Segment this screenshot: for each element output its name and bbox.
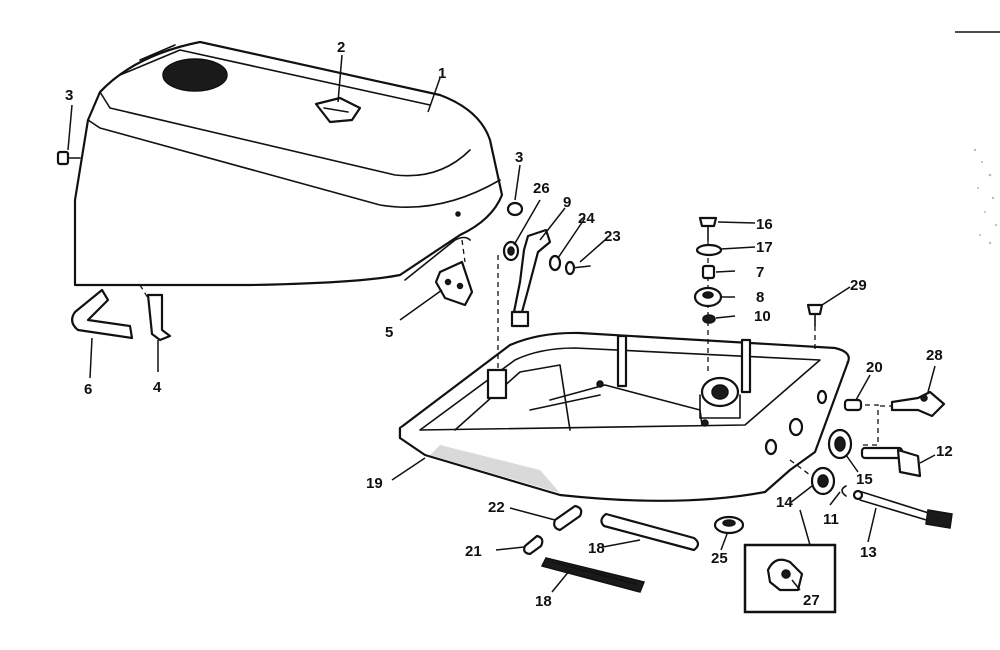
callout-labels: 1 2 3 3 4 5 6 7 8 9 10 11 12 13 14 15 16… — [65, 39, 953, 610]
part-9-lever — [510, 228, 552, 328]
callout-15: 15 — [856, 471, 873, 488]
callout-29: 29 — [850, 277, 867, 294]
part-24-washer — [548, 254, 562, 272]
callout-10: 10 — [754, 308, 771, 325]
callout-11: 11 — [823, 511, 839, 528]
part-12-knob — [860, 446, 922, 478]
part-15-grommet — [827, 404, 879, 460]
part-3b-screw — [455, 201, 524, 217]
callout-3a: 3 — [65, 87, 73, 104]
callout-7: 7 — [756, 264, 764, 281]
callout-13: 13 — [860, 544, 877, 561]
part-2-decal — [314, 96, 362, 124]
callout-6: 6 — [84, 381, 92, 398]
leader-lines — [67, 54, 936, 593]
part-18a-tube — [600, 512, 700, 552]
part-22-bushing — [553, 504, 583, 532]
part-3a-screw — [56, 150, 81, 166]
part-26-washer — [497, 240, 520, 372]
part-14-grommet — [789, 459, 836, 496]
part-19-lower-pan — [398, 331, 850, 502]
part-27-inset — [743, 543, 837, 614]
callout-1: 1 — [438, 65, 446, 82]
callout-28: 28 — [926, 347, 943, 364]
callout-26: 26 — [533, 180, 550, 197]
part-20-bushing — [843, 398, 863, 412]
part-1-engine-cover — [73, 40, 504, 287]
callout-4: 4 — [153, 379, 162, 396]
callout-25: 25 — [711, 550, 728, 567]
callout-16: 16 — [756, 216, 773, 233]
part-25-grommet — [713, 515, 745, 535]
callout-5: 5 — [385, 324, 393, 341]
part-18b-strip — [540, 557, 646, 593]
part-23-screw — [564, 260, 591, 276]
callout-9: 9 — [563, 194, 571, 211]
callout-2: 2 — [337, 39, 345, 56]
callout-17: 17 — [756, 239, 773, 256]
callout-22: 22 — [488, 499, 505, 516]
part-5-latch-plate — [434, 239, 474, 307]
part-21-bushing — [523, 534, 544, 556]
callout-20: 20 — [866, 359, 883, 376]
callout-19: 19 — [366, 475, 383, 492]
part-17-washer — [695, 243, 723, 257]
part-11-clip — [841, 485, 847, 497]
part-7-spacer — [701, 264, 716, 280]
callout-23: 23 — [604, 228, 621, 245]
callout-12: 12 — [936, 443, 953, 460]
part-4-bracket — [139, 284, 172, 342]
part-13-shaft — [852, 489, 953, 529]
callout-3b: 3 — [515, 149, 523, 166]
callout-27: 27 — [803, 592, 820, 609]
scan-speckle — [973, 148, 998, 245]
part-10-washer — [702, 314, 716, 324]
callout-8: 8 — [756, 289, 764, 306]
part-8-grommet — [693, 286, 723, 308]
callout-18a: 18 — [588, 540, 605, 557]
callout-18b: 18 — [535, 593, 552, 610]
callout-14: 14 — [776, 494, 793, 511]
callout-21: 21 — [465, 543, 482, 560]
callout-24: 24 — [578, 210, 595, 227]
part-6-handle — [71, 288, 134, 340]
part-29-screw — [806, 303, 824, 352]
part-28-fitting — [880, 390, 946, 418]
